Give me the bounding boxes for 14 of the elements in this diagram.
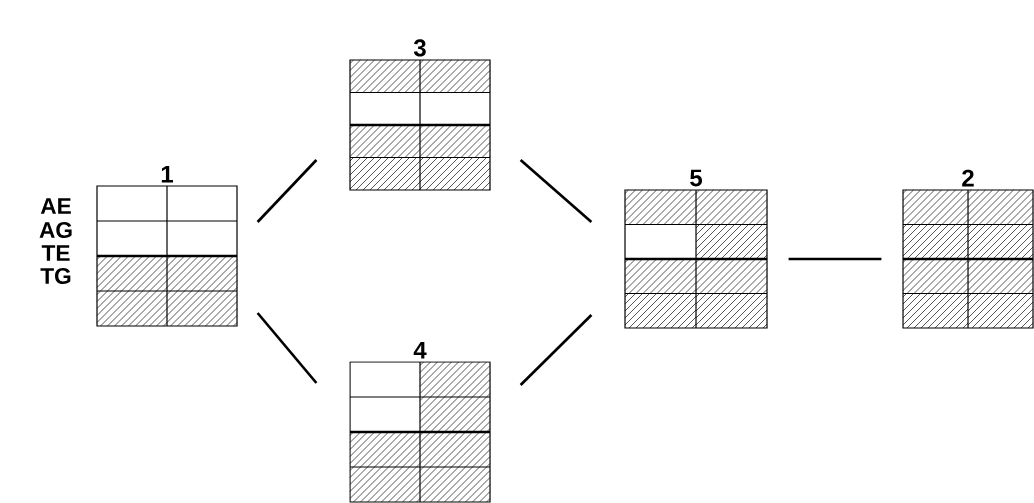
row-label: TE — [41, 245, 70, 261]
grid-number: 5 — [690, 169, 703, 187]
row-label: AE — [40, 198, 71, 214]
row-label: AG — [39, 221, 72, 239]
grid-number: 1 — [161, 165, 173, 183]
connector-line — [788, 257, 882, 261]
connector-line — [519, 314, 593, 386]
grid-number: 4 — [413, 341, 427, 359]
row-label: TG — [40, 268, 71, 285]
grid-number: 2 — [962, 169, 974, 187]
grid-number: 3 — [413, 39, 426, 57]
connector-line — [519, 159, 593, 223]
connector-line — [256, 312, 318, 384]
connector-line — [256, 159, 318, 223]
